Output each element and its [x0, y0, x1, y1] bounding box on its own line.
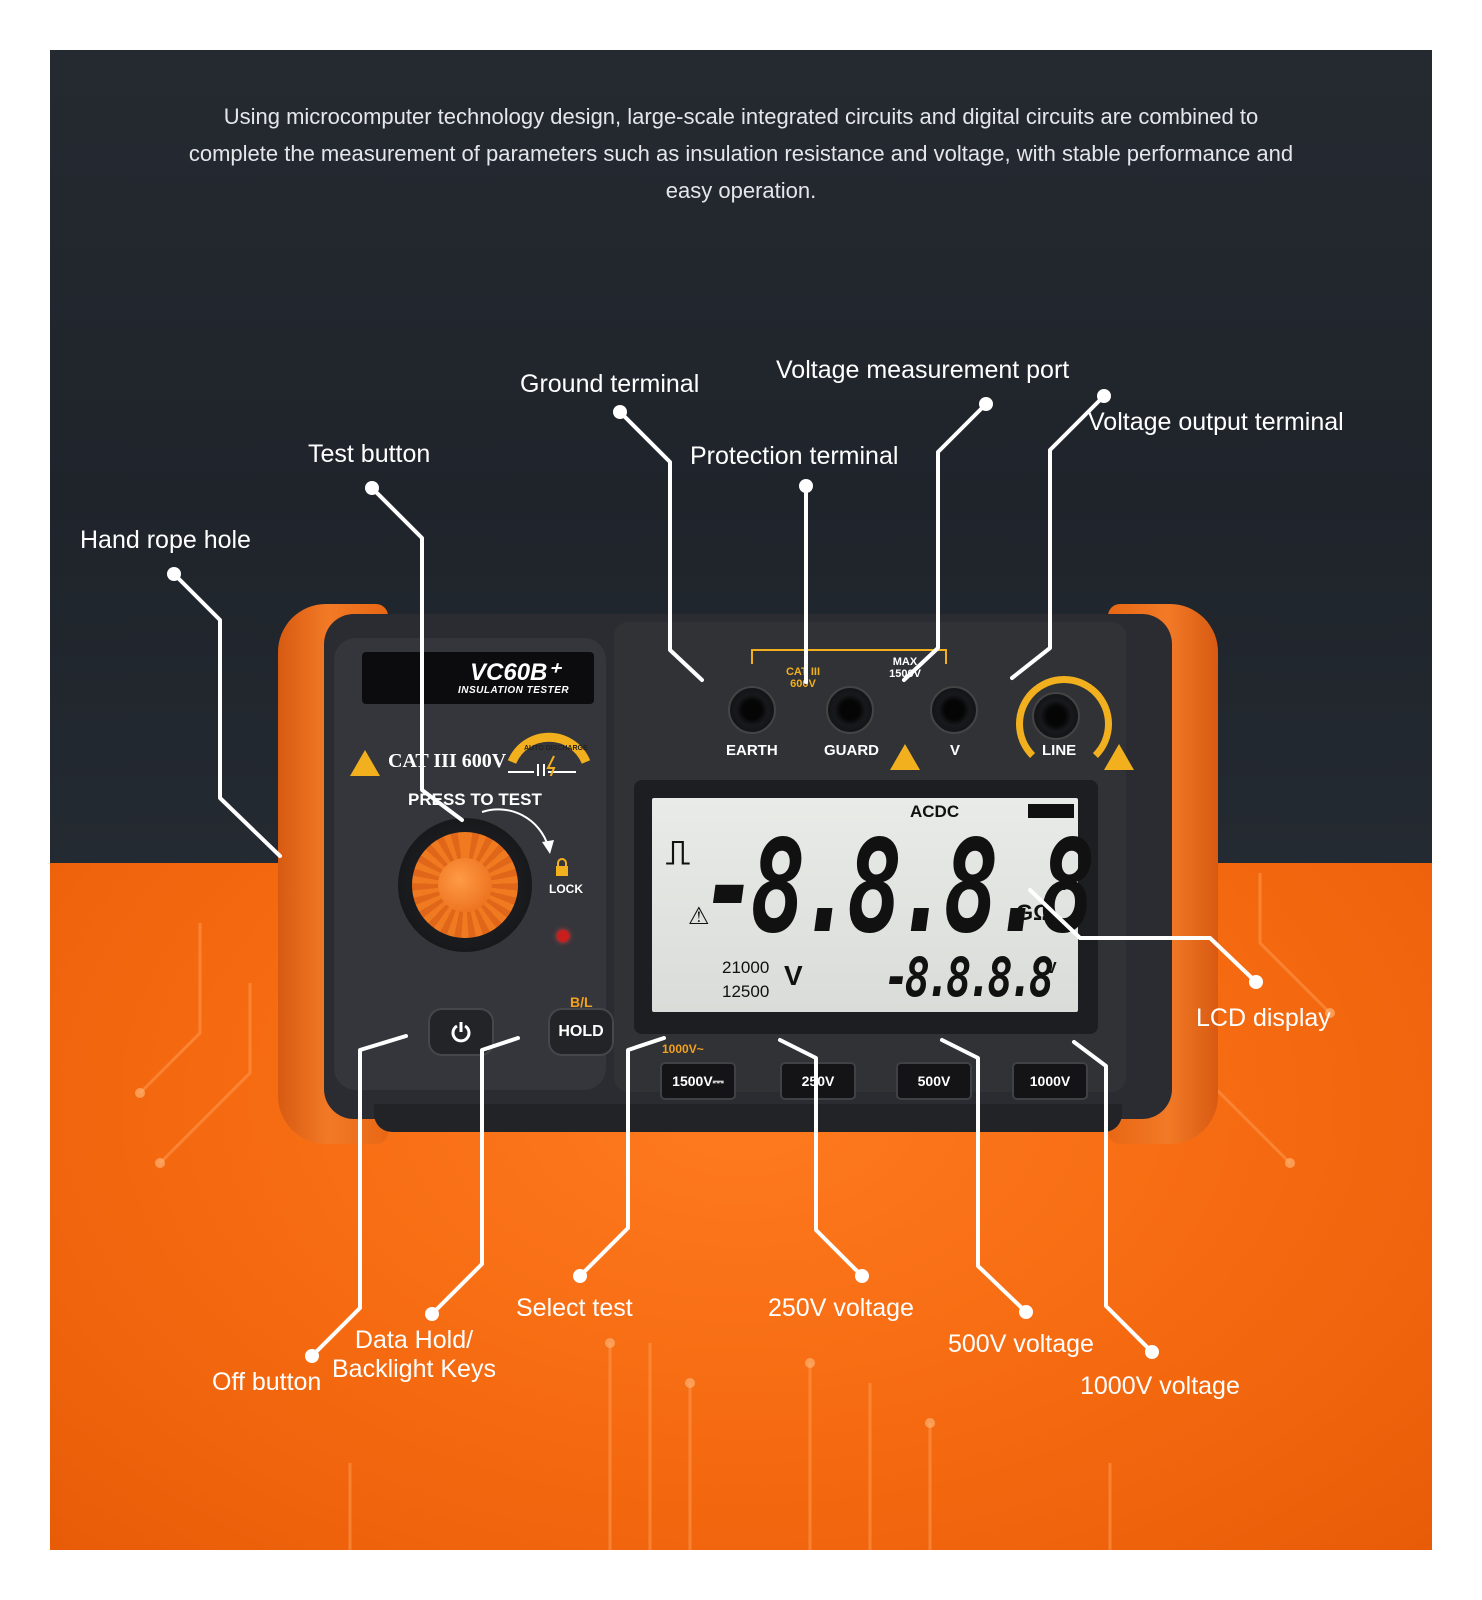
bottom-strip — [374, 1104, 1122, 1132]
lock-label: LOCK — [549, 882, 583, 896]
line-terminal[interactable] — [1032, 692, 1080, 740]
line-warning-icon — [1104, 744, 1134, 770]
label-test-button: Test button — [308, 440, 431, 468]
status-led — [557, 930, 569, 942]
line-terminal-ring — [1016, 676, 1112, 772]
lock-icon — [556, 858, 568, 876]
label-1000v-voltage: 1000V voltage — [1080, 1372, 1240, 1400]
terminal-warning-icon — [890, 744, 920, 770]
earth-terminal[interactable] — [728, 686, 776, 734]
model-name: VC60B⁺ — [470, 659, 561, 686]
knob-grip — [412, 832, 518, 938]
power-icon — [451, 1022, 471, 1043]
model-subtitle: INSULATION TESTER — [458, 685, 570, 696]
knob-cap — [438, 858, 492, 912]
label-data-hold-line1: Data Hold/ — [354, 1326, 474, 1354]
guard-label: GUARD — [824, 742, 879, 759]
lcd-range-2: 12500 — [722, 982, 770, 1001]
guard-terminal[interactable] — [826, 686, 874, 734]
terminal-bracket — [751, 649, 947, 664]
intro-paragraph: Using microcomputer technology design, l… — [188, 104, 1294, 203]
lcd-sub-digits: -8.8.8.8 — [884, 946, 1054, 1009]
lcd-bezel: ACDC ⎍ ⚠ -8.8.8.8 V GΩ 21000 12500 V -8.… — [634, 780, 1098, 1034]
cat-rating-label: CAT III 600V — [388, 750, 507, 772]
auto-discharge-icon: AUTO DISCHARGE — [507, 732, 591, 776]
lcd-acdc: ACDC — [910, 802, 960, 821]
model-nameplate: VC60B⁺ INSULATION TESTER — [362, 652, 594, 704]
svg-text:AUTO DISCHARGE: AUTO DISCHARGE — [524, 745, 588, 752]
label-data-hold-backlight: Data Hold/ Backlight Keys — [332, 1326, 496, 1384]
infographic-canvas: Using microcomputer technology design, l… — [50, 50, 1432, 1550]
lcd-hazard-icon: ⚠ — [688, 903, 710, 930]
label-voltage-measurement-port: Voltage measurement port — [776, 356, 1070, 384]
1000v-button[interactable]: 1000V — [1012, 1062, 1088, 1100]
insulation-tester-device: VC60B⁺ INSULATION TESTER CAT III 600V AU… — [278, 604, 1218, 1144]
callout-lines — [167, 389, 1263, 1363]
lcd-main-digits: -8.8.8.8 — [702, 813, 1095, 962]
label-lcd-display: LCD display — [1196, 1004, 1331, 1032]
label-250v-voltage: 250V voltage — [768, 1294, 914, 1322]
rotate-arrow-icon — [481, 808, 554, 854]
label-data-hold-line2: Backlight Keys — [332, 1355, 496, 1383]
terminal-cat-label: CAT III 600V — [785, 666, 820, 690]
hold-button[interactable]: HOLD — [548, 1008, 614, 1056]
label-protection-terminal: Protection terminal — [690, 442, 899, 470]
label-select-test: Select test — [516, 1294, 633, 1322]
500v-button[interactable]: 500V — [896, 1062, 972, 1100]
v-label: V — [950, 742, 961, 759]
label-hand-rope-hole: Hand rope hole — [80, 526, 251, 554]
battery-icon — [1028, 804, 1074, 818]
label-ground-terminal: Ground terminal — [520, 370, 700, 398]
line-label: LINE — [1042, 742, 1077, 759]
backlight-label: B/L — [570, 994, 593, 1010]
lcd-range-1: 21000 — [722, 958, 770, 977]
lcd-sub-unit: V — [1046, 960, 1057, 977]
warning-triangle-icon — [350, 750, 380, 776]
lcd-hold-icon: ⎍ — [666, 834, 690, 872]
lcd-range-unit: V — [784, 960, 803, 991]
voltage-note: 1000V~ — [662, 1042, 704, 1056]
v-terminal[interactable] — [930, 686, 978, 734]
earth-label: EARTH — [726, 742, 778, 759]
lcd-unit-v: V — [1058, 874, 1071, 894]
label-500v-voltage: 500V voltage — [948, 1330, 1094, 1358]
label-voltage-output-terminal: Voltage output terminal — [1088, 408, 1344, 436]
test-knob-button[interactable] — [398, 818, 532, 952]
lcd-screen: ACDC ⎍ ⚠ -8.8.8.8 V GΩ 21000 12500 V -8.… — [652, 798, 1095, 1012]
label-off-button: Off button — [212, 1368, 322, 1396]
select-test-button[interactable]: 1500V⎓ — [660, 1062, 736, 1100]
